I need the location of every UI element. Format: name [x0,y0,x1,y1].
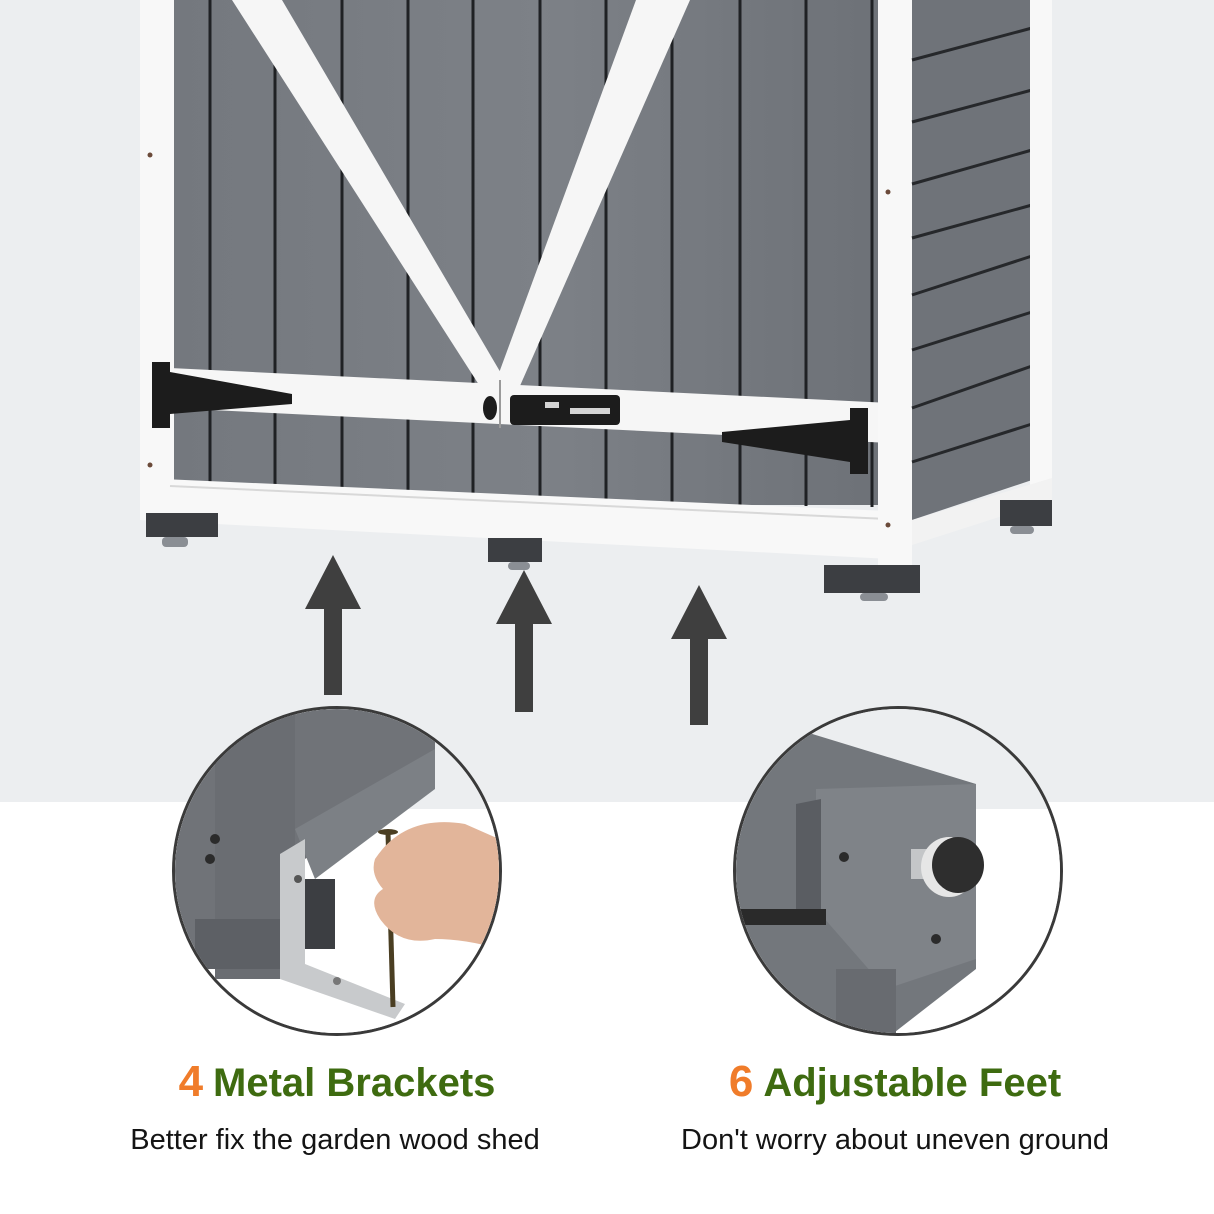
feature-count: 6 [728,1057,754,1106]
adjustable-foot-inset [733,706,1063,1036]
arrow-up-icon [305,555,361,695]
feature-description-adjustable-feet: Don't worry about uneven ground [681,1124,1109,1156]
arrow-up-icon [496,570,552,712]
shed-illustration [140,0,1052,601]
metal-bracket-inset [172,706,502,1036]
feature-label: Metal Brackets [213,1061,496,1105]
feature-label: Adjustable Feet [763,1061,1062,1105]
feature-description-metal-brackets: Better fix the garden wood shed [130,1124,540,1156]
arrow-up-icon [671,585,727,725]
feature-count: 4 [178,1057,204,1106]
